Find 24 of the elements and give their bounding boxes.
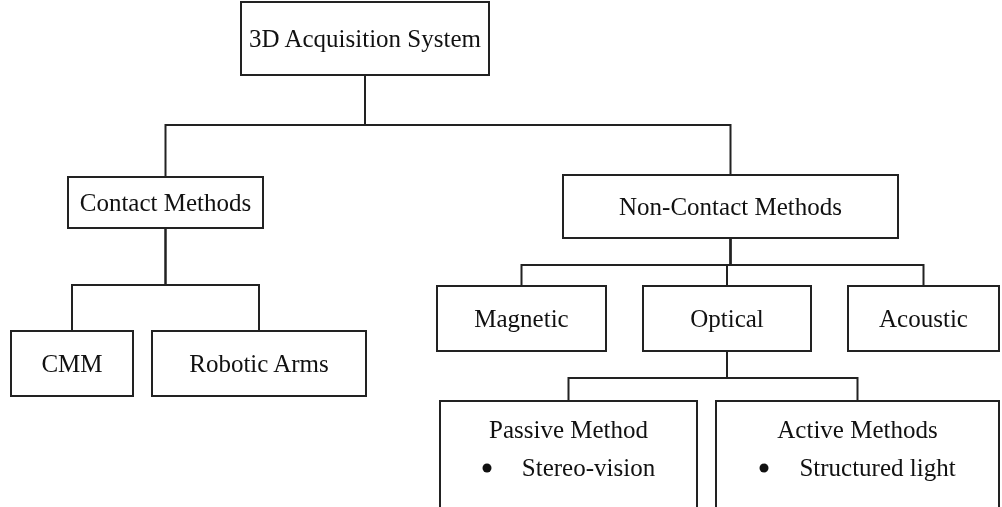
- box-heading: Acoustic: [879, 304, 968, 333]
- method-box: [642, 285, 812, 352]
- method-box: [562, 174, 899, 239]
- list-item: Stereo-vision: [521, 454, 656, 482]
- method-box: [67, 176, 264, 229]
- method-box: [439, 400, 698, 507]
- method-box: [240, 1, 490, 76]
- connector-line: [729, 238, 925, 286]
- method-box: [10, 330, 134, 397]
- box-heading: 3D Acquisition System: [249, 24, 481, 53]
- box-heading: Robotic Arms: [189, 349, 329, 378]
- box-heading: Magnetic: [474, 304, 569, 333]
- method-box: [436, 285, 607, 352]
- list-item: Structured light: [799, 454, 956, 482]
- box-heading: Passive Method: [489, 416, 648, 444]
- method-box: [715, 400, 1000, 507]
- box-heading: Contact Methods: [79, 188, 252, 217]
- box-heading: CMM: [41, 349, 103, 378]
- box-heading: Non-Contact Methods: [619, 192, 842, 221]
- box-heading: Optical: [690, 304, 764, 333]
- box-heading: Active Methods: [777, 416, 938, 444]
- connector-line: [164, 228, 260, 331]
- method-box: [847, 285, 1000, 352]
- method-box: [151, 330, 367, 397]
